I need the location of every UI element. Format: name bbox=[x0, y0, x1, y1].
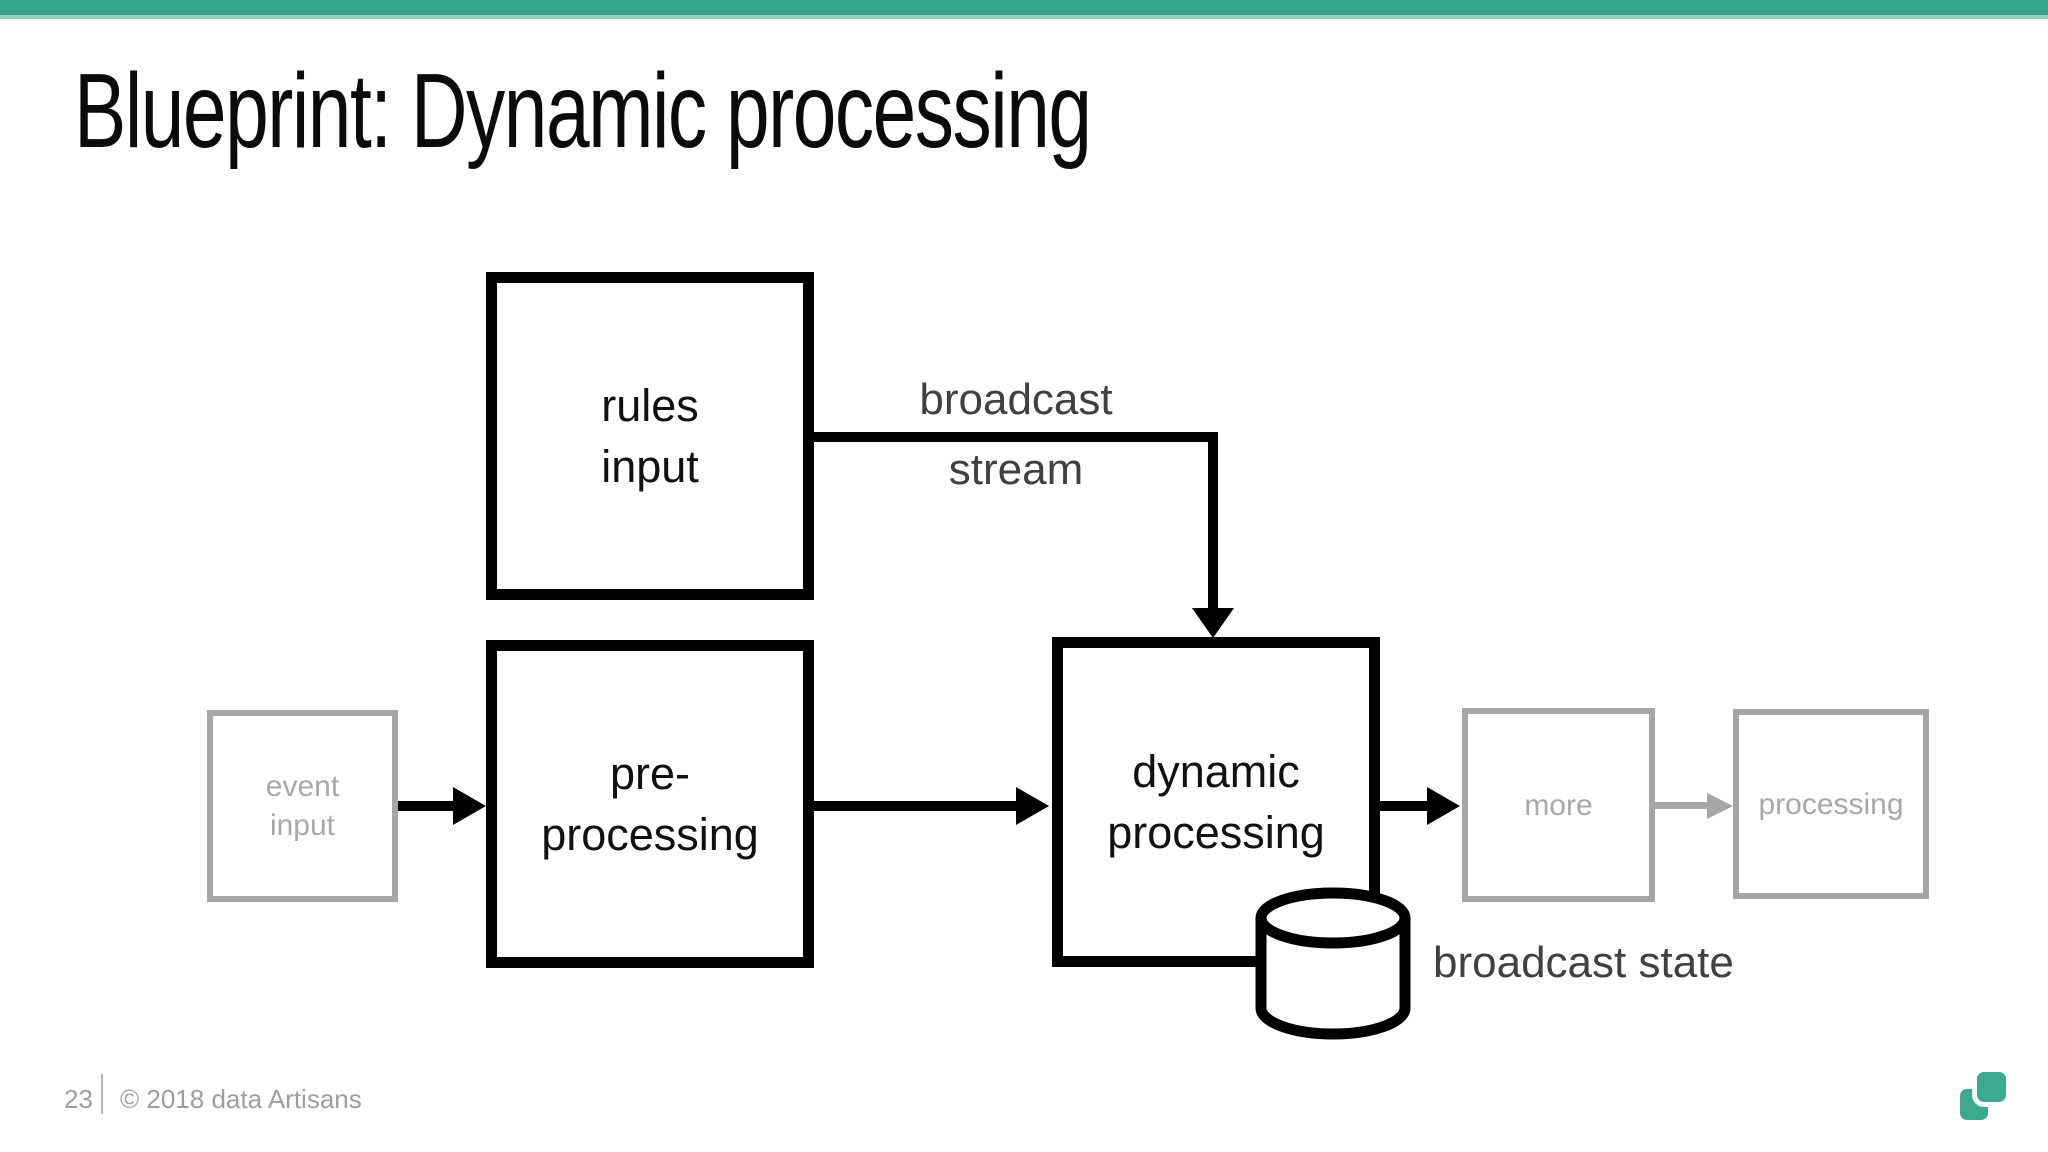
dynamic-processing-label-line2: processing bbox=[1107, 807, 1325, 858]
database-icon bbox=[1255, 887, 1411, 1040]
broadcast-state-label-line2: state bbox=[1638, 938, 1734, 987]
page-number: 23 bbox=[64, 1084, 93, 1114]
pre-processing-label-line2: processing bbox=[541, 809, 759, 860]
arrow-pre-to-dynamic-shaft bbox=[814, 801, 1016, 811]
pre-processing-box: pre- processing bbox=[486, 640, 814, 968]
broadcast-stream-arrow-head bbox=[1192, 608, 1234, 638]
broadcast-stream-line-horizontal bbox=[810, 432, 1218, 442]
rules-input-label-line2: input bbox=[601, 441, 699, 492]
dynamic-processing-box: dynamic processing bbox=[1052, 637, 1380, 967]
top-accent-bar-highlight bbox=[0, 15, 2048, 19]
arrow-event-to-pre-shaft bbox=[398, 801, 456, 811]
broadcast-state-label: broadcast state bbox=[1433, 936, 1734, 990]
data-artisans-logo bbox=[1958, 1070, 2008, 1122]
processing-box: processing bbox=[1733, 709, 1929, 899]
copyright-text: © 2018 data Artisans bbox=[120, 1084, 362, 1114]
more-label: more bbox=[1524, 788, 1593, 822]
slide-title: Blueprint: Dynamic processing bbox=[74, 52, 1092, 170]
broadcast-stream-label-line1: broadcast bbox=[919, 375, 1113, 424]
logo-square-top-right-icon bbox=[1977, 1072, 2006, 1102]
event-input-box: event input bbox=[207, 710, 398, 902]
event-input-label-line2: input bbox=[269, 809, 336, 842]
arrow-more-to-processing-head bbox=[1707, 793, 1733, 819]
broadcast-stream-line-vertical bbox=[1208, 432, 1218, 608]
pre-processing-label-line1: pre- bbox=[609, 748, 691, 799]
event-input-label-line1: event bbox=[265, 770, 340, 803]
arrow-pre-to-dynamic-head bbox=[1016, 787, 1049, 825]
footer-divider bbox=[101, 1074, 103, 1114]
arrow-more-to-processing-shaft bbox=[1655, 802, 1707, 809]
rules-input-box: rules input bbox=[486, 272, 814, 600]
broadcast-stream-label-line2: stream bbox=[948, 445, 1084, 494]
processing-label: processing bbox=[1758, 787, 1904, 821]
top-accent-bar bbox=[0, 0, 2048, 15]
broadcast-state-label-line1: broadcast bbox=[1433, 938, 1627, 987]
more-box: more bbox=[1462, 708, 1655, 902]
arrow-dynamic-to-more-shaft bbox=[1380, 801, 1427, 811]
arrow-event-to-pre-head bbox=[453, 787, 486, 825]
rules-input-label-line1: rules bbox=[601, 380, 699, 431]
arrow-dynamic-to-more-head bbox=[1427, 787, 1460, 825]
dynamic-processing-label-line1: dynamic bbox=[1132, 746, 1300, 797]
